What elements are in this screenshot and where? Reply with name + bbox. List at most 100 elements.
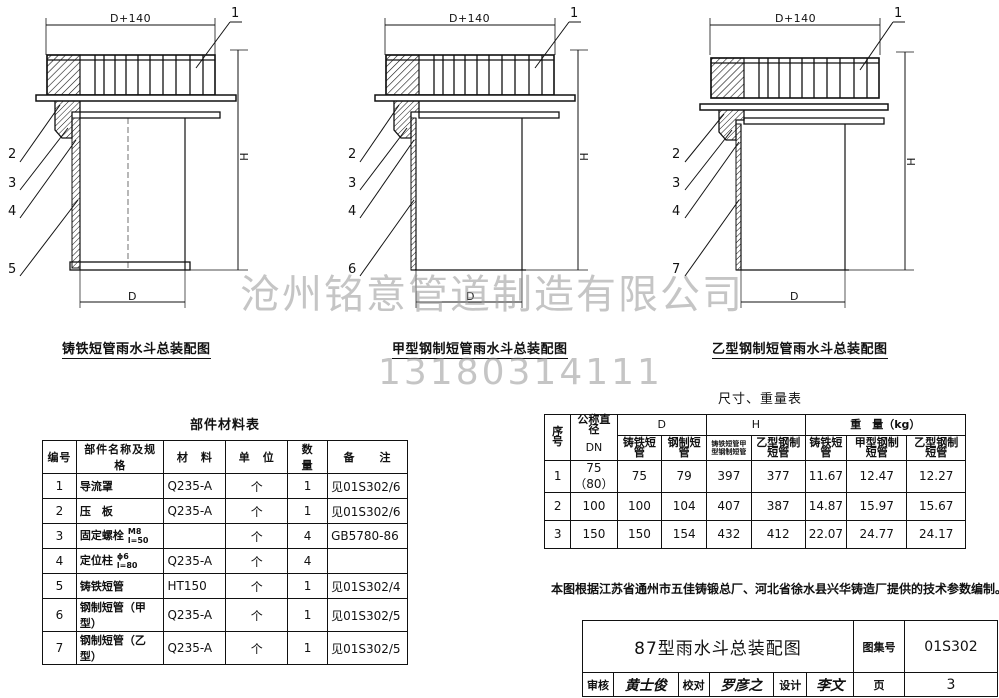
col-qty: 数 量	[287, 440, 329, 474]
size-cell-dn: 100	[570, 491, 618, 521]
callout-2-2: 2	[348, 147, 357, 162]
size-cell-d2: 79	[661, 459, 708, 493]
size-cell-h2: 377	[750, 459, 806, 493]
dim-d-label-1: D	[128, 290, 137, 303]
dim-top-label-2: D+140	[449, 12, 491, 25]
cell-qty: 1	[287, 473, 329, 499]
callout-1-2: 2	[8, 147, 17, 162]
design-label: 设计	[773, 672, 808, 697]
cell-note	[327, 548, 408, 574]
cell-name-text: 钢制短管（甲型）	[79, 601, 146, 630]
dim-h-label-3: H	[904, 157, 918, 166]
size-sub-5: 甲型钢制短管	[846, 434, 908, 461]
spec-line-2: l=50	[127, 536, 149, 545]
size-sub-6: 乙型钢制短管	[906, 434, 966, 461]
size-col-dn-top: 公称直径	[570, 414, 618, 435]
callout-3-1: 1	[894, 6, 903, 21]
design-signature: 李文	[806, 672, 854, 697]
size-cell-dn: 150	[570, 519, 618, 549]
size-cell-w2: 12.47	[846, 459, 908, 493]
cell-unit: 个	[225, 573, 289, 599]
cell-no: 5	[42, 573, 77, 599]
atlas-label: 图集号	[853, 620, 905, 673]
size-cell-seq: 1	[543, 459, 572, 493]
cell-material: HT150	[163, 573, 227, 599]
size-sub-1: 钢制短管	[661, 434, 708, 461]
size-table-title: 尺寸、重量表	[718, 392, 803, 407]
callout-2-1: 1	[570, 6, 579, 21]
drawing-title-type-a: 甲型钢制短管雨水斗总装配图	[392, 338, 568, 359]
cell-qty: 4	[287, 548, 329, 574]
cell-name: 压 板	[75, 498, 165, 524]
spec-line-2: l=80	[116, 561, 138, 570]
size-table: 序号 公称直径 D H 重 量（kg） DN 铸铁短管 钢制短管 铸铁短管甲型钢…	[543, 414, 967, 549]
callout-2-4: 4	[348, 204, 357, 219]
cell-name: 钢制短管（乙型）	[75, 631, 165, 665]
cell-name: 导流罩	[75, 473, 165, 499]
cell-name-text: 定位柱	[79, 554, 113, 567]
callout-1-1: 1	[231, 6, 240, 21]
size-cell-h2: 387	[750, 491, 806, 521]
check-signature: 罗彦之	[708, 672, 775, 697]
cell-no: 7	[42, 631, 77, 665]
cell-qty: 4	[287, 523, 329, 549]
cell-name-text: 固定螺栓	[79, 529, 124, 542]
parts-table-title: 部件材料表	[190, 418, 261, 433]
drawing-title-cast-iron: 铸铁短管雨水斗总装配图	[62, 338, 211, 359]
review-label: 审核	[582, 672, 614, 697]
size-col-seq: 序号	[543, 414, 572, 461]
spec-line-1: M8	[127, 527, 142, 536]
dim-h-label-1: H	[237, 152, 251, 161]
dim-top-label-1: D+140	[110, 12, 152, 25]
dim-h-label-2: H	[577, 152, 591, 161]
size-group-h: H	[706, 414, 806, 436]
size-cell-w1: 14.87	[804, 491, 848, 521]
dim-top-label-3: D+140	[775, 12, 817, 25]
cell-qty: 1	[287, 598, 329, 632]
callout-3-4: 4	[672, 204, 681, 219]
cast-iron-drawing	[19, 18, 248, 308]
spec-line-1: ϕ6	[116, 552, 129, 561]
cell-name: 铸铁短管	[75, 573, 165, 599]
cell-qty: 1	[287, 573, 329, 599]
size-sub-0: 铸铁短管	[616, 434, 663, 461]
cell-note: 见01S302/5	[327, 631, 408, 665]
cell-name-text: 钢制短管（乙型）	[79, 634, 146, 663]
drawing-title-type-b: 乙型钢制短管雨水斗总装配图	[712, 338, 888, 359]
cell-unit: 个	[225, 548, 289, 574]
size-cell-d1: 100	[616, 491, 663, 521]
size-sub-2: 铸铁短管甲型钢制短管	[706, 434, 752, 461]
col-no: 编号	[42, 440, 77, 474]
size-group-d: D	[616, 414, 708, 436]
cell-no: 2	[42, 498, 77, 524]
size-cell-h1: 407	[706, 491, 752, 521]
callout-3-3: 3	[672, 176, 681, 191]
cell-material: Q235-A	[163, 473, 227, 499]
atlas-number: 01S302	[904, 620, 998, 673]
callout-1-3: 3	[8, 176, 17, 191]
size-cell-d1: 75	[616, 459, 663, 493]
size-cell-w3: 24.17	[906, 519, 966, 549]
size-cell-w1: 11.67	[804, 459, 848, 493]
source-note: 本图根据江苏省通州市五佳铸锻总厂、河北省徐水县兴华铸造厂提供的技术参数编制。	[551, 582, 999, 596]
type-b-steel-drawing	[684, 18, 914, 308]
drawing-title: 87型雨水斗总装配图	[582, 620, 854, 673]
col-material: 材 料	[163, 440, 227, 474]
dim-d-label-2: D	[466, 290, 475, 303]
size-cell-dn: 75（80）	[570, 459, 618, 493]
cell-note: GB5780-86	[327, 523, 408, 549]
cell-unit: 个	[225, 631, 289, 665]
size-cell-w1: 22.07	[804, 519, 848, 549]
size-cell-seq: 3	[543, 519, 572, 549]
